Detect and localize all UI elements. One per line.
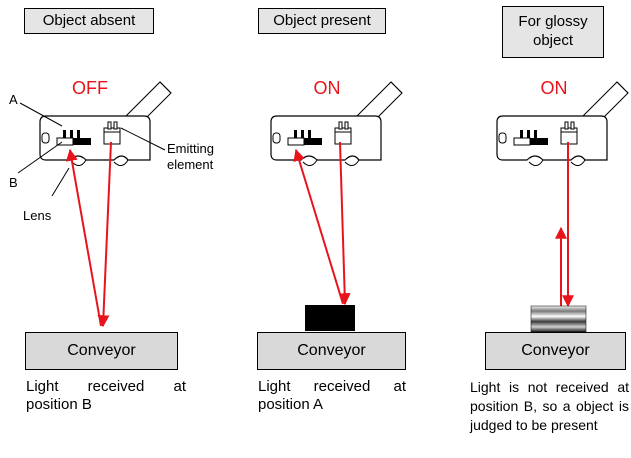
callout-emitting-leader (120, 127, 166, 151)
callout-lens-leader (51, 167, 70, 197)
panel1-reflected-beam (65, 148, 102, 327)
panel3-title: For glossy object (502, 6, 604, 58)
panel2-sensor (270, 81, 403, 167)
panel1-sensor (39, 81, 172, 167)
panel3-conveyor: Conveyor (485, 332, 626, 370)
panel1-caption: Light received at position B (26, 378, 186, 413)
panel2-conveyor: Conveyor (257, 332, 406, 370)
panel1-title: Object absent (24, 8, 154, 34)
callout-b-leader (17, 141, 63, 174)
panel2-object (305, 305, 355, 331)
callout-a-leader (19, 102, 63, 127)
panel1-conveyor: Conveyor (25, 332, 178, 370)
panel1-emitted-beam (97, 141, 112, 328)
panel3-state: ON (540, 78, 568, 98)
panel3-caption: Light is not received at position B, so … (470, 379, 629, 433)
panel1-state: OFF (72, 78, 108, 98)
callout-a: A (9, 92, 18, 107)
panel2-reflected-beam (293, 148, 344, 305)
callout-b: B (9, 175, 18, 190)
panel2-state: ON (313, 78, 341, 98)
callout-lens: Lens (23, 208, 52, 223)
panel2-title: Object present (258, 8, 386, 34)
callout-emitting-element: Emitting element (167, 141, 214, 172)
panel3-glossy-object (530, 305, 587, 333)
panel3-sensor (496, 81, 629, 167)
panel2-caption: Light received at position A (258, 378, 406, 413)
panel2-emitted-beam (338, 141, 351, 306)
